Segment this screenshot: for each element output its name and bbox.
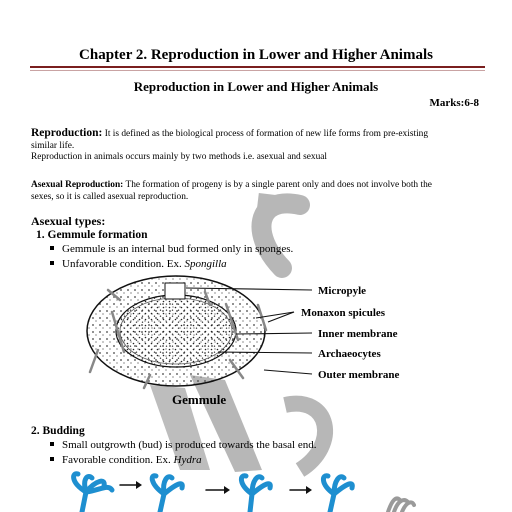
title-rule — [30, 66, 485, 68]
bullet-square — [50, 442, 54, 447]
hydra-stage-4 — [321, 473, 355, 512]
gemmule-bullet-1-text: Gemmule is an internal bud formed only i… — [62, 243, 294, 255]
budding-bullet-2-text: Favorable condition. Ex. — [62, 454, 174, 466]
gemmule-bullet-2-text: Unfavorable condition. Ex. — [62, 258, 185, 270]
reproduction-definition: Reproduction: It is defined as the biolo… — [31, 127, 486, 164]
asexual-types-heading: Asexual types: — [31, 214, 106, 228]
reproduction-definition-line1: It is defined as the biological process … — [104, 129, 429, 139]
title-rule-thin — [30, 70, 485, 71]
budding-bullet-1: Small outgrowth (bud) is produced toward… — [50, 439, 316, 451]
gemmule-caption: Gemmule — [172, 392, 226, 407]
bullet-square — [50, 246, 54, 251]
hydra-stage-1 — [71, 471, 115, 512]
reproduction-methods: Reproduction in animals occurs mainly by… — [31, 152, 328, 162]
gemmule-bullet-2: Unfavorable condition. Ex. Spongilla — [50, 258, 227, 270]
hydra-stage-2 — [149, 473, 185, 512]
bullet-square — [50, 457, 54, 462]
asexual-definition: Asexual Reproduction: The formation of p… — [31, 180, 486, 203]
monaxon-spicules — [88, 288, 268, 390]
budding-bullet-2: Favorable condition. Ex. Hydra — [50, 454, 202, 466]
label-archaeocytes: Archaeocytes — [318, 348, 381, 360]
budding-heading: 2. Budding — [31, 425, 85, 437]
reproduction-definition-line2: similar life. — [31, 140, 75, 151]
label-inner-membrane: Inner membrane — [318, 328, 398, 340]
budding-bullet-1-text: Small outgrowth (bud) is produced toward… — [62, 439, 317, 451]
hydra-stage-3 — [239, 473, 273, 512]
asexual-term: Asexual Reproduction: — [31, 180, 124, 190]
asexual-definition-line2: sexes, so it is called asexual reproduct… — [31, 191, 189, 202]
reproduction-term: Reproduction: — [31, 127, 103, 139]
label-micropyle: Micropyle — [318, 285, 366, 297]
marks-label: Marks:6-8 — [429, 97, 480, 109]
page-subtitle: Reproduction in Lower and Higher Animals — [133, 79, 379, 94]
micropyle — [164, 282, 186, 300]
budding-example: Hydra — [173, 454, 202, 466]
gemmule-heading: 1. Gemmule formation — [36, 229, 148, 241]
gemmule-bullet-1: Gemmule is an internal bud formed only i… — [50, 243, 293, 255]
label-monaxon-spicules: Monaxon spicules — [301, 307, 386, 319]
bullet-square — [50, 261, 54, 266]
gemmule-example: Spongilla — [184, 258, 227, 270]
hydra-stage-5 — [386, 496, 416, 512]
chapter-title: Chapter 2. Reproduction in Lower and Hig… — [79, 47, 433, 63]
asexual-definition-line1: The formation of progeny is by a single … — [125, 180, 432, 190]
label-outer-membrane: Outer membrane — [318, 369, 399, 381]
